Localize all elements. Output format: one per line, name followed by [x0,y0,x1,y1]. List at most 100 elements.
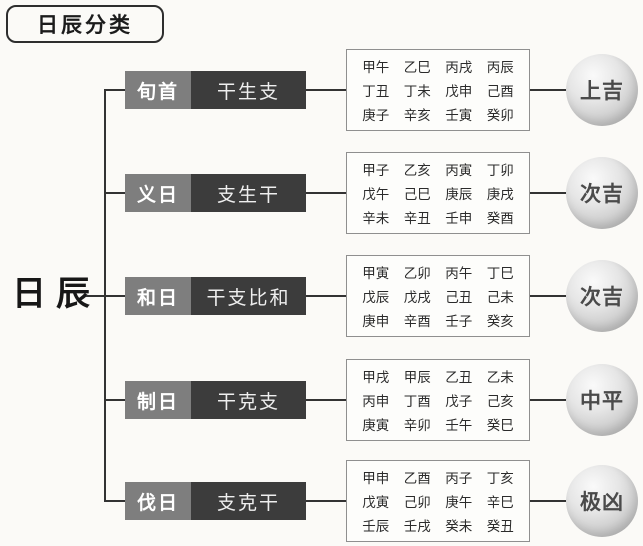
ganzhi-line: 戊午 己巳 庚辰 庚戌 [355,183,521,203]
ganzhi-pair: 癸亥 [486,314,514,330]
ganzhi-pair: 己丑 [445,290,473,306]
ganzhi-pair: 己亥 [486,394,514,410]
ganzhi-pair: 辛巳 [486,495,514,511]
day-type-box: 伐日 [125,482,191,520]
verdict-label: 中平 [580,388,624,413]
connector-line [530,89,566,91]
ganzhi-pair: 戊午 [362,187,390,203]
relation-box: 干生支 [191,71,306,109]
ganzhi-pair: 丙辰 [486,60,514,76]
ganzhi-pair: 丙戌 [445,60,473,76]
ganzhi-pair: 庚寅 [362,418,390,434]
connector-line [306,295,346,297]
ganzhi-line: 戊辰 戊戌 己丑 己未 [355,286,521,306]
ganzhi-pair: 乙亥 [403,163,431,179]
ganzhi-pair: 癸丑 [486,519,514,535]
ganzhi-list-box: 甲寅 乙卯 丙午 丁巳 戊辰 戊戌 己丑 己未 庚申 辛酉 壬子 癸亥 [346,255,530,337]
ganzhi-list-box: 甲戌 甲辰 乙丑 乙未 丙申 丁酉 戊子 己亥 庚寅 辛卯 壬午 癸巳 [346,359,530,441]
ganzhi-pair: 己巳 [403,187,431,203]
ganzhi-pair: 戊戌 [403,290,431,306]
ganzhi-pair: 壬子 [445,314,473,330]
day-type-label: 和日 [136,287,179,309]
ganzhi-pair: 丁酉 [403,394,431,410]
connector-line [530,399,566,401]
ganzhi-pair: 己未 [486,290,514,306]
ganzhi-pair: 壬午 [445,418,473,434]
ganzhi-pair: 乙巳 [403,60,431,76]
connector-line [306,192,346,194]
relation-label: 干生支 [216,80,280,103]
ganzhi-pair: 丁亥 [486,471,514,487]
classification-row: 伐日 支克干 甲申 乙酉 丙子 丁亥 戊寅 己卯 庚午 辛巳 壬辰 壬戌 癸未 [125,460,638,542]
day-type-label: 制日 [136,391,179,413]
verdict-label: 极凶 [580,489,624,514]
verdict-circle: 上吉 [566,54,638,126]
ganzhi-pair: 辛未 [362,211,390,227]
ganzhi-line: 壬辰 壬戌 癸未 癸丑 [355,515,521,535]
ganzhi-pair: 丙子 [445,471,473,487]
ganzhi-pair: 甲寅 [362,266,390,282]
ganzhi-pair: 癸未 [445,519,473,535]
ganzhi-pair: 壬辰 [362,519,390,535]
relation-box: 干支比和 [191,277,306,315]
ganzhi-pair: 甲戌 [362,370,390,386]
ganzhi-line: 庚寅 辛卯 壬午 癸巳 [355,414,521,434]
verdict-circle: 中平 [566,364,638,436]
relation-label: 干支比和 [206,286,291,309]
day-type-label: 伐日 [136,492,179,514]
ganzhi-pair: 甲子 [362,163,390,179]
connector-line [530,192,566,194]
ganzhi-pair: 丁丑 [362,84,390,100]
ganzhi-pair: 戊子 [445,394,473,410]
verdict-label: 次吉 [580,284,624,309]
branch-line-2 [105,192,126,194]
relation-label: 支生干 [216,183,280,206]
ganzhi-pair: 辛酉 [403,314,431,330]
day-type-box: 旬首 [125,71,191,109]
branch-line-1 [105,89,126,91]
connector-line [530,295,566,297]
relation-label: 支克干 [216,491,280,514]
ganzhi-pair: 丙寅 [445,163,473,179]
ganzhi-pair: 癸巳 [486,418,514,434]
ganzhi-pair: 乙未 [486,370,514,386]
ganzhi-pair: 辛卯 [403,418,431,434]
ganzhi-pair: 戊申 [445,84,473,100]
ganzhi-pair: 丁巳 [486,266,514,282]
ganzhi-line: 甲午 乙巳 丙戌 丙辰 [355,56,521,76]
ganzhi-pair: 壬申 [445,211,473,227]
ganzhi-pair: 庚子 [362,108,390,124]
classification-row: 和日 干支比和 甲寅 乙卯 丙午 丁巳 戊辰 戊戌 己丑 己未 庚申 辛酉 壬子 [125,255,638,337]
ganzhi-pair: 庚辰 [445,187,473,203]
ganzhi-line: 辛未 辛丑 壬申 癸酉 [355,207,521,227]
branch-line-4 [105,399,126,401]
ganzhi-line: 丁丑 丁未 戊申 己酉 [355,80,521,100]
classification-row: 旬首 干生支 甲午 乙巳 丙戌 丙辰 丁丑 丁未 戊申 己酉 庚子 辛亥 壬寅 [125,49,638,131]
branch-line-5 [105,500,126,502]
ganzhi-pair: 乙卯 [403,266,431,282]
verdict-label: 上吉 [580,78,624,103]
verdict-label: 次吉 [580,181,624,206]
ganzhi-line: 庚子 辛亥 壬寅 癸卯 [355,104,521,124]
ganzhi-pair: 戊寅 [362,495,390,511]
ganzhi-line: 庚申 辛酉 壬子 癸亥 [355,310,521,330]
day-type-label: 旬首 [136,81,179,103]
ganzhi-pair: 壬寅 [445,108,473,124]
ganzhi-line: 甲申 乙酉 丙子 丁亥 [355,467,521,487]
connector-line [530,500,566,502]
ganzhi-list-box: 甲申 乙酉 丙子 丁亥 戊寅 己卯 庚午 辛巳 壬辰 壬戌 癸未 癸丑 [346,460,530,542]
ganzhi-line: 丙申 丁酉 戊子 己亥 [355,390,521,410]
verdict-circle: 次吉 [566,157,638,229]
ganzhi-pair: 癸卯 [486,108,514,124]
ganzhi-line: 戊寅 己卯 庚午 辛巳 [355,491,521,511]
ganzhi-line: 甲寅 乙卯 丙午 丁巳 [355,262,521,282]
ganzhi-pair: 壬戌 [403,519,431,535]
relation-label: 干克支 [216,390,280,413]
ganzhi-pair: 庚戌 [486,187,514,203]
day-type-label: 义日 [136,184,179,206]
diagram-title: 日辰分类 [37,14,133,37]
ganzhi-pair: 甲申 [362,471,390,487]
connector-line [306,89,346,91]
ganzhi-pair: 戊辰 [362,290,390,306]
